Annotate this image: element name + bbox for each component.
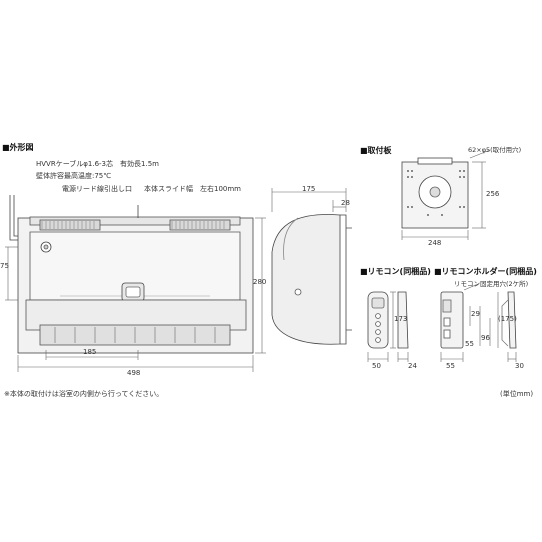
side-dimensions: [271, 188, 347, 212]
install-note: ※本体の取付けは浴室の内側から行ってください。: [4, 390, 164, 398]
remote-holder-drawing: [440, 291, 517, 349]
callout-wall-temp: 壁体許容最高温度:75℃: [36, 172, 112, 180]
unit-note: (単位mm): [500, 390, 534, 398]
title-outline-drawing: ■外形図: [2, 143, 34, 152]
dim-label: 24: [408, 362, 417, 370]
front-dimensions: [5, 217, 266, 372]
title-mounting-plate: ■取付板: [360, 146, 392, 155]
title-remote: ■リモコン(同梱品): [360, 267, 431, 276]
plate-dimensions: [401, 149, 491, 240]
holder-dimensions: [440, 283, 517, 362]
dim-label: 248: [428, 239, 442, 247]
dim-label: 30: [515, 362, 524, 370]
dim-label: 173: [394, 315, 408, 323]
dim-label: 28: [341, 199, 350, 207]
dim-label: 55: [465, 340, 474, 348]
remote-drawing: [367, 291, 409, 349]
dim-label: 50: [372, 362, 381, 370]
remote-dimensions: [367, 291, 409, 362]
callout-mount-holes: 62×φ5(取付用穴): [468, 146, 522, 154]
dim-label: (175): [498, 315, 517, 323]
title-remote-holder: ■リモコンホルダー(同梱品): [434, 267, 537, 276]
dim-label: 498: [127, 369, 141, 377]
dim-label: 256: [486, 190, 500, 198]
dim-label: 96: [481, 334, 490, 342]
mounting-plate-drawing: [401, 157, 469, 229]
callout-holder-holes: リモコン固定用穴(2ケ所): [454, 280, 529, 288]
front-view: [9, 195, 254, 354]
callout-cable: HVVRケーブルφ1.6-3芯 有効長1.5m: [36, 160, 159, 168]
dim-label: 55: [446, 362, 455, 370]
dim-label: 175: [302, 185, 316, 193]
dim-label: 75: [0, 262, 9, 270]
dim-label: 185: [83, 348, 97, 356]
callout-slide-width: 本体スライド幅 左右100mm: [144, 185, 241, 193]
dim-label: 280: [253, 278, 267, 286]
side-view: [271, 214, 352, 345]
callout-lead-exit: 電源リード線引出し口: [62, 185, 132, 193]
dim-label: 29: [471, 310, 480, 318]
